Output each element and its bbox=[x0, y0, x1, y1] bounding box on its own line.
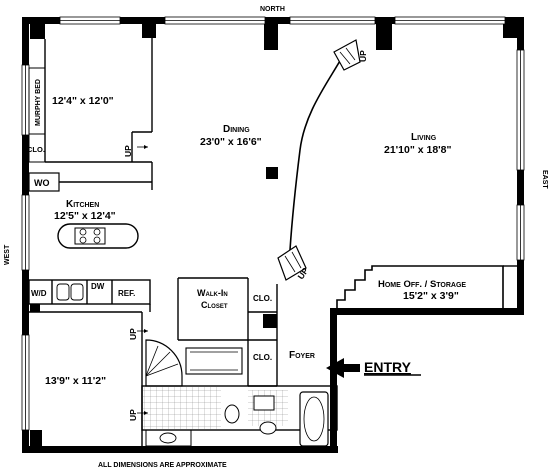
bedroom1-closet-label: CLO. bbox=[27, 145, 45, 154]
kitchen-dimensions: 12'5" x 12'4" bbox=[54, 210, 116, 222]
closet-walls bbox=[177, 277, 278, 387]
bedroom2-dimensions: 13'9" x 11'2" bbox=[45, 375, 106, 387]
closet-b-label: CLO. bbox=[253, 353, 272, 362]
compass-north: NORTH bbox=[260, 6, 285, 13]
compass-west: WEST bbox=[4, 244, 11, 265]
living-dimensions: 21'10" x 18'8" bbox=[384, 144, 452, 156]
curved-partition bbox=[289, 51, 346, 251]
windows-top bbox=[59, 16, 506, 25]
stair-up-bedroom2-a: UP bbox=[128, 328, 138, 340]
wd-label: W/D bbox=[31, 289, 47, 298]
home-office-dimensions: 15'2" x 3'9" bbox=[403, 290, 459, 302]
foyer-label: Foyer bbox=[289, 350, 315, 361]
stair-up-top: UP bbox=[358, 50, 368, 62]
spiral-stair bbox=[145, 339, 183, 387]
door-arrows bbox=[137, 145, 148, 415]
living-name: Living bbox=[411, 132, 437, 143]
bedroom1-dimensions: 12'4" x 12'0" bbox=[52, 95, 114, 107]
kitchen-name: Kitchen bbox=[66, 199, 99, 210]
home-office-walls bbox=[336, 265, 517, 308]
kitchen-counter bbox=[28, 279, 151, 305]
stair-up-bedroom1: UP bbox=[123, 145, 133, 157]
stair-up-bedroom2-b: UP bbox=[128, 409, 138, 421]
entry-arrow bbox=[326, 358, 360, 378]
footer-note: ALL DIMENSIONS ARE APPROXIMATE bbox=[98, 462, 227, 469]
stair-dining bbox=[277, 245, 307, 281]
kitchen-island bbox=[57, 223, 139, 249]
entry-label: ENTRY bbox=[364, 359, 412, 375]
walk-in-closet-line1: Walk-In bbox=[197, 288, 228, 298]
ref-label: REF. bbox=[118, 289, 135, 298]
dw-label: DW bbox=[91, 282, 105, 291]
wo-label: WO bbox=[34, 178, 50, 188]
walk-in-closet-line2: Closet bbox=[201, 300, 228, 310]
stair-top bbox=[333, 39, 361, 71]
compass-east: EAST bbox=[541, 170, 548, 189]
closet-a-label: CLO. bbox=[253, 294, 272, 303]
home-office-name: Home Off. / Storage bbox=[378, 279, 466, 290]
bedroom1-walls bbox=[28, 24, 153, 163]
dining-dimensions: 23'0" x 16'6" bbox=[200, 136, 262, 148]
dining-name: Dining bbox=[223, 124, 250, 135]
murphy-bed-label: MURPHY BED bbox=[35, 79, 42, 126]
bathroom bbox=[141, 385, 338, 447]
windows-side bbox=[21, 49, 525, 431]
